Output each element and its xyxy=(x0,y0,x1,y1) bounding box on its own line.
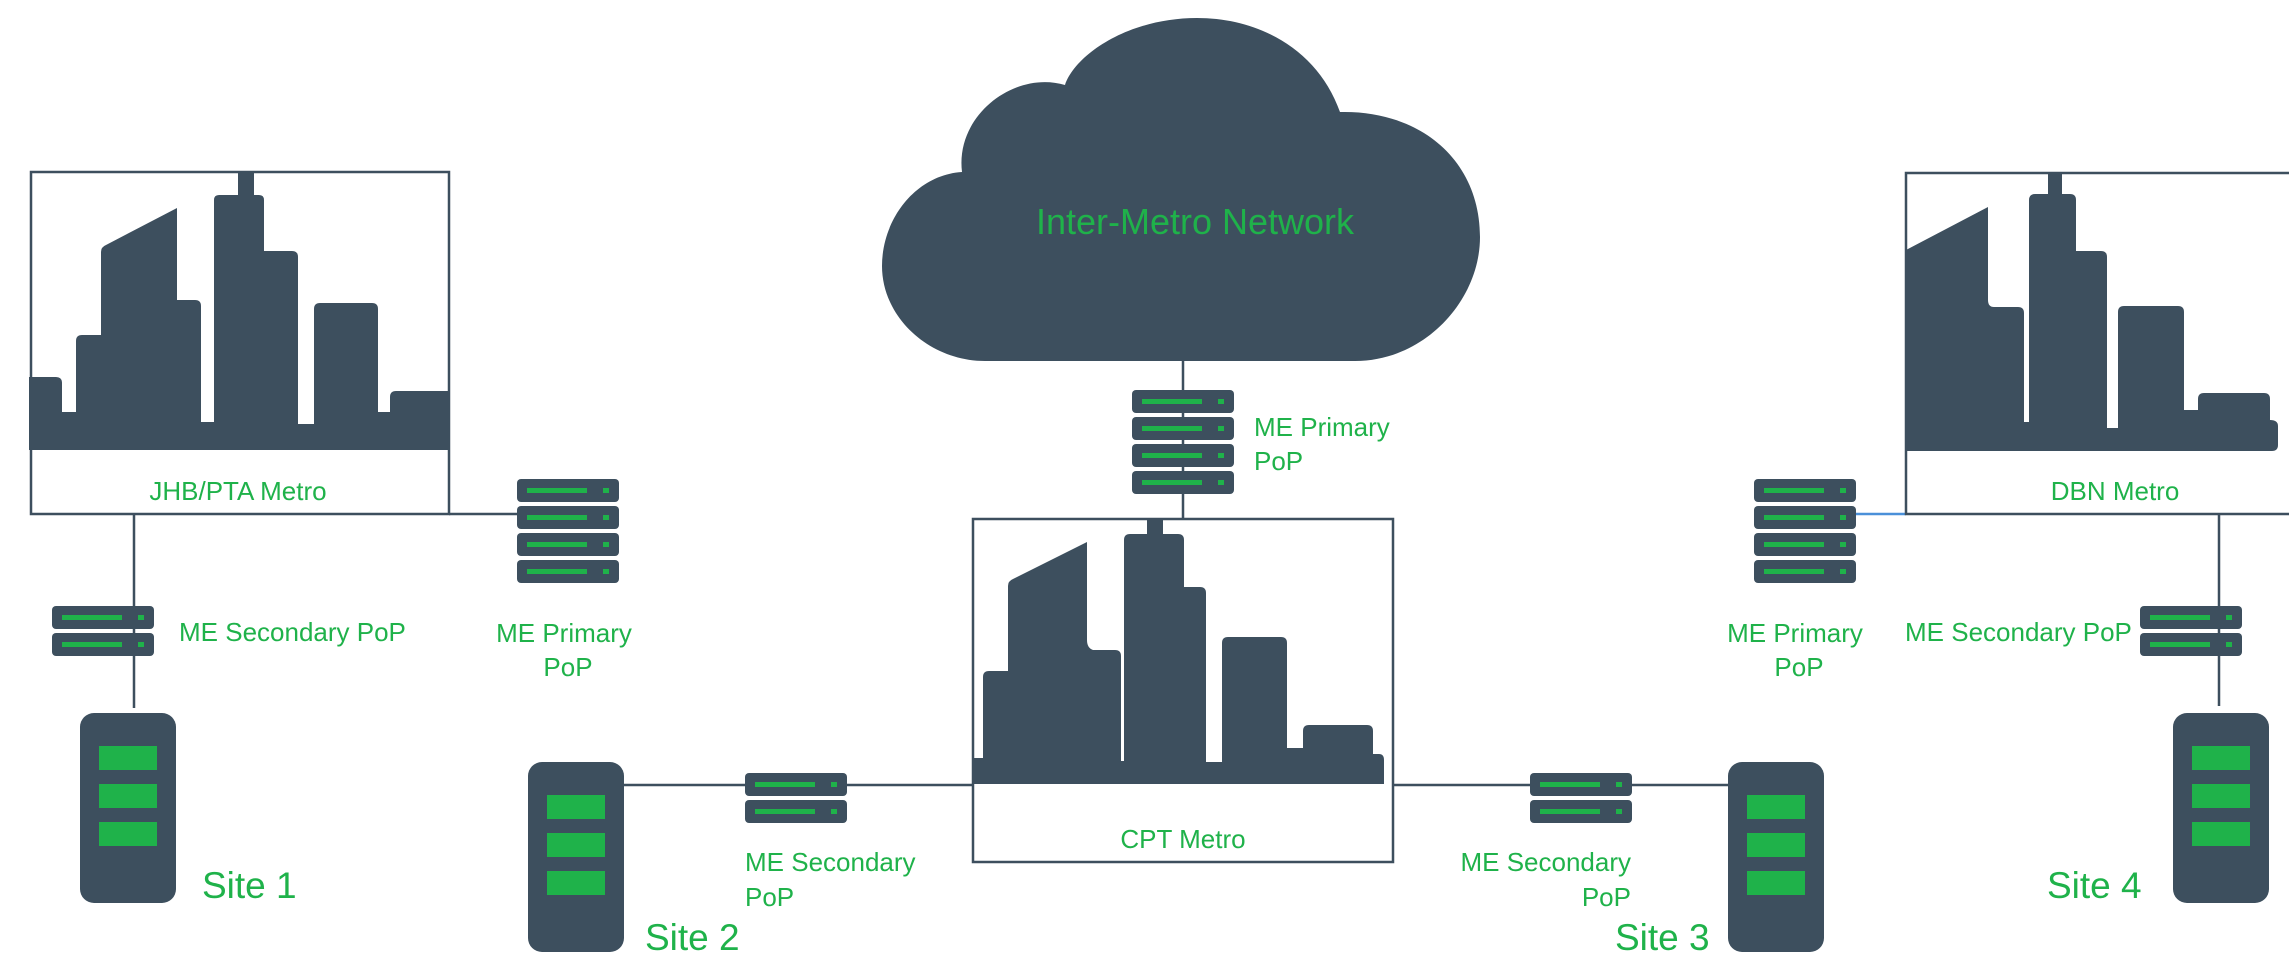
metro-jhb: JHB/PTA Metro xyxy=(29,170,451,516)
city-skyline-icon xyxy=(29,172,449,450)
pop-label-jhb-primary-line2: PoP xyxy=(543,652,592,682)
site-tower-icon-site3 xyxy=(1728,762,1824,952)
site-tower-icon-site4 xyxy=(2173,713,2269,903)
pop-label-site3-secondary-line1: ME Secondary xyxy=(1460,847,1631,877)
pop-label-site2-secondary-line1: ME Secondary xyxy=(745,847,916,877)
site-label-site2: Site 2 xyxy=(645,917,740,954)
metro-cpt-label: CPT Metro xyxy=(1120,824,1245,854)
site-tower-icon-site1 xyxy=(80,713,176,903)
site-tower-icon-site2 xyxy=(528,762,624,952)
cloud-label: Inter-Metro Network xyxy=(1036,201,1355,242)
metro-cpt: CPT Metro xyxy=(971,517,1395,864)
pop-label-cloud-primary-line2: PoP xyxy=(1254,446,1303,476)
pop-label-site2-secondary-line2: PoP xyxy=(745,882,794,912)
pop-label-dbn-primary-line2: PoP xyxy=(1774,652,1823,682)
server-icon-dbn-primary-pop xyxy=(1754,479,1856,583)
pop-label-dbn-secondary: ME Secondary PoP xyxy=(1905,617,2132,647)
server-icon-jhb-secondary-pop xyxy=(52,606,154,656)
pop-label-dbn-primary-line1: ME Primary xyxy=(1727,618,1863,648)
cloud-icon xyxy=(882,18,1480,361)
pop-label-jhb-secondary: ME Secondary PoP xyxy=(179,617,406,647)
site-label-site4: Site 4 xyxy=(2047,865,2142,906)
server-icon-jhb-primary-pop xyxy=(517,479,619,583)
server-icon-site3-secondary-pop xyxy=(1530,773,1632,823)
site-label-site1: Site 1 xyxy=(202,865,297,906)
pop-label-site3-secondary-line2: PoP xyxy=(1582,882,1631,912)
metro-dbn: DBN Metro xyxy=(1904,171,2289,516)
server-icon-dbn-secondary-pop xyxy=(2140,606,2242,656)
city-skyline-icon xyxy=(973,520,1384,784)
metro-dbn-label: DBN Metro xyxy=(2051,476,2180,506)
site-label-site3: Site 3 xyxy=(1615,917,1710,954)
pop-label-cloud-primary-line1: ME Primary xyxy=(1254,412,1390,442)
server-icon-site2-secondary-pop xyxy=(745,773,847,823)
city-skyline-icon xyxy=(1906,173,2278,451)
pop-label-jhb-primary-line1: ME Primary xyxy=(496,618,632,648)
metro-jhb-label: JHB/PTA Metro xyxy=(149,476,326,506)
